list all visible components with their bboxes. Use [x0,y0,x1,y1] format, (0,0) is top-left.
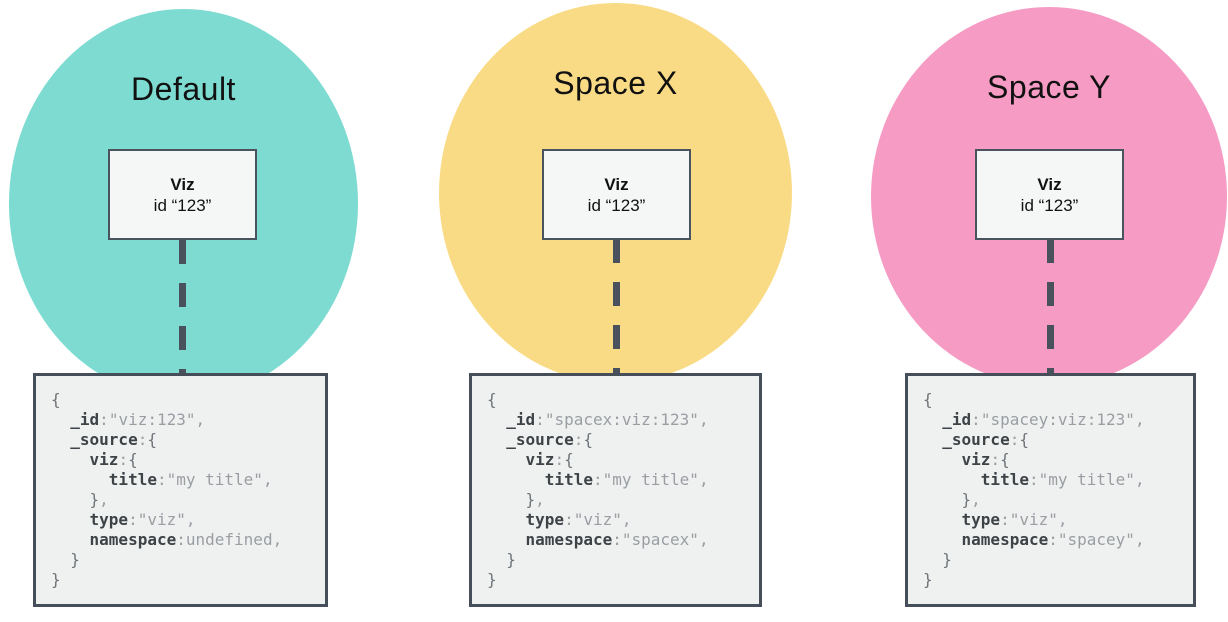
code-line: _id:"spacey:viz:123", [942,410,1145,429]
viz-node-default: Viz id “123” [108,149,257,240]
document-code-block-default: { _id:"viz:123", _source:{ viz:{ title:"… [33,373,328,607]
link-dashed-line-space-y [1047,239,1054,378]
document-code-block-space-x: { _id:"spacex:viz:123", _source:{ viz:{ … [469,373,762,607]
link-dashed-line-space-x [613,239,620,378]
code-line: { [923,390,933,409]
space-title-space-x: Space X [553,65,678,101]
link-dashed-line-default [179,240,186,378]
code-line: viz:{ [961,450,1010,469]
code-line: }, [961,490,981,509]
code-line: title:"my title", [980,470,1145,489]
code-line: namespace:"spacey", [961,530,1145,549]
code-line: type:"viz", [961,510,1068,529]
code-line: type:"viz", [525,510,632,529]
viz-node-title: Viz [604,174,629,194]
code-line: } [70,550,80,569]
code-line: _source:{ [942,430,1029,449]
code-line: }, [89,490,109,509]
code-line: _id:"viz:123", [70,410,206,429]
viz-node-title: Viz [170,174,195,194]
code-line: namespace:"spacex", [525,530,709,549]
viz-node-space-x: Viz id “123” [542,149,691,240]
code-line: _source:{ [70,430,157,449]
viz-node-id: id “123” [1020,195,1079,215]
code-line: } [506,550,516,569]
code-line: type:"viz", [89,510,196,529]
code-line: viz:{ [89,450,138,469]
viz-node-id: id “123” [153,195,212,215]
document-code-block-space-y: { _id:"spacey:viz:123", _source:{ viz:{ … [905,373,1196,607]
code-line: namespace:undefined, [89,530,283,549]
code-line: viz:{ [525,450,574,469]
code-line: } [923,570,933,589]
space-title-space-y: Space Y [987,69,1111,105]
space-title-default: Default [131,71,236,107]
viz-node-space-y: Viz id “123” [975,149,1124,240]
code-line: } [487,570,497,589]
code-line: { [487,390,497,409]
code-line: title:"my title", [108,470,273,489]
code-line: _source:{ [506,430,593,449]
code-line: } [942,550,952,569]
code-line: }, [525,490,545,509]
viz-node-title: Viz [1037,174,1062,194]
code-line: title:"my title", [544,470,709,489]
viz-node-id: id “123” [587,195,646,215]
code-line: { [51,390,61,409]
code-line: } [51,570,61,589]
code-line: _id:"spacex:viz:123", [506,410,709,429]
